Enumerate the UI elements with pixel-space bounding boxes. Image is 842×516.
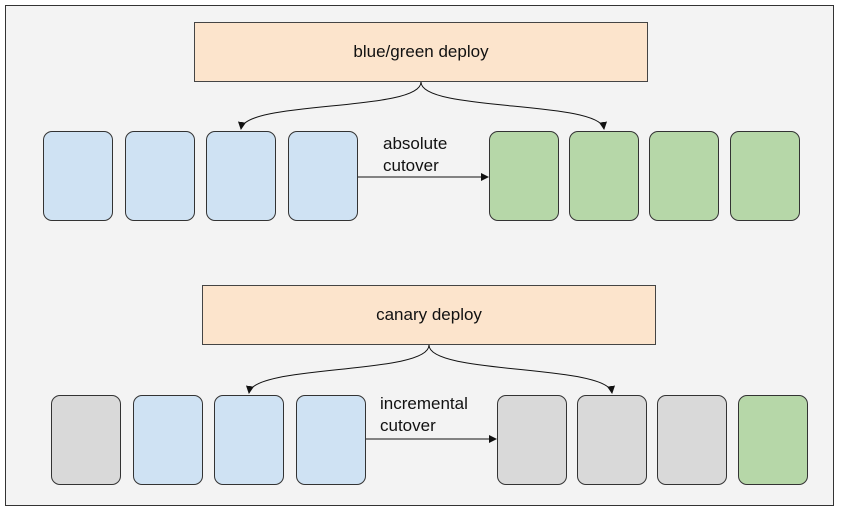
blue-green-cutover-line2: cutover: [383, 156, 439, 175]
canary-cutover-line2: cutover: [380, 416, 436, 435]
blue-green-after-node-2: [569, 131, 639, 221]
canary-after-node-1: [497, 395, 567, 485]
canary-before-node-3: [214, 395, 284, 485]
blue-green-title: blue/green deploy: [353, 42, 489, 61]
canary-after-node-3: [657, 395, 727, 485]
canary-cutover-label: incremental cutover: [380, 393, 468, 437]
canary-split-right-arrow: [428, 344, 615, 394]
canary-before-node-2: [133, 395, 203, 485]
blue-green-before-node-1: [43, 131, 113, 221]
canary-before-node-4: [296, 395, 366, 485]
blue-green-after-node-3: [649, 131, 719, 221]
canary-split-left-arrow: [246, 344, 430, 394]
canary-after-node-4: [738, 395, 808, 485]
blue-green-cutover-label: absolute cutover: [383, 133, 447, 177]
canary-cutover-line1: incremental: [380, 394, 468, 413]
blue-green-cutover-line1: absolute: [383, 134, 448, 153]
blue-green-before-node-3: [206, 131, 276, 221]
blue-green-split-left-arrow: [238, 81, 422, 130]
blue-green-split-right-arrow: [420, 81, 607, 130]
blue-green-after-node-1: [489, 131, 559, 221]
canary-title: canary deploy: [376, 305, 482, 324]
canary-before-node-1: [51, 395, 121, 485]
blue-green-before-node-4: [288, 131, 358, 221]
blue-green-title-box: blue/green deploy: [194, 22, 648, 82]
blue-green-after-node-4: [730, 131, 800, 221]
canary-after-node-2: [577, 395, 647, 485]
canary-title-box: canary deploy: [202, 285, 656, 345]
blue-green-before-node-2: [125, 131, 195, 221]
